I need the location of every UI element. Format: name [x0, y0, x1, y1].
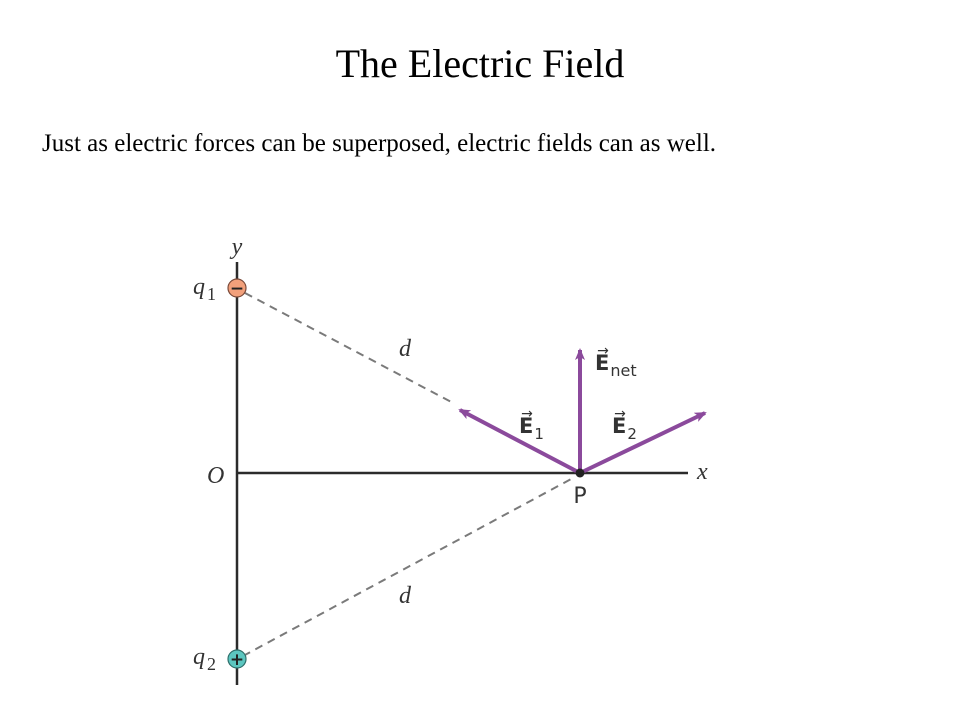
charge-q1: − [227, 278, 247, 299]
x-axis-label: x [696, 459, 708, 485]
distance-line-top [244, 292, 456, 405]
enet-label: → Enet [595, 343, 637, 380]
svg-text:E1: E1 [519, 414, 544, 443]
origin-label: O [207, 463, 224, 489]
point-p-label: P [573, 484, 586, 509]
enet-arrow-mark: → [597, 343, 609, 359]
y-axis-label: y [230, 234, 243, 260]
e2-label: → E2 [612, 406, 637, 443]
point-p-dot [575, 468, 585, 478]
distance-label-top: d [399, 336, 412, 362]
e2-arrow-mark: → [614, 406, 626, 422]
svg-text:Enet: Enet [595, 351, 637, 380]
distance-label-bottom: d [399, 583, 412, 609]
e1-vector-arrow [458, 408, 581, 475]
charge-q2: + [227, 649, 247, 670]
distance-line-bottom [242, 477, 574, 657]
e1-arrow-mark: → [521, 406, 533, 422]
slide-title: The Electric Field [335, 41, 625, 86]
e1-label: → E1 [519, 406, 544, 443]
e2-vector-arrow [579, 411, 707, 475]
slide-body-text: Just as electric forces can be superpose… [42, 130, 717, 157]
svg-text:E2: E2 [612, 414, 637, 443]
charge-q2-sign: + [230, 650, 244, 670]
charge-q1-sign: − [230, 279, 244, 299]
